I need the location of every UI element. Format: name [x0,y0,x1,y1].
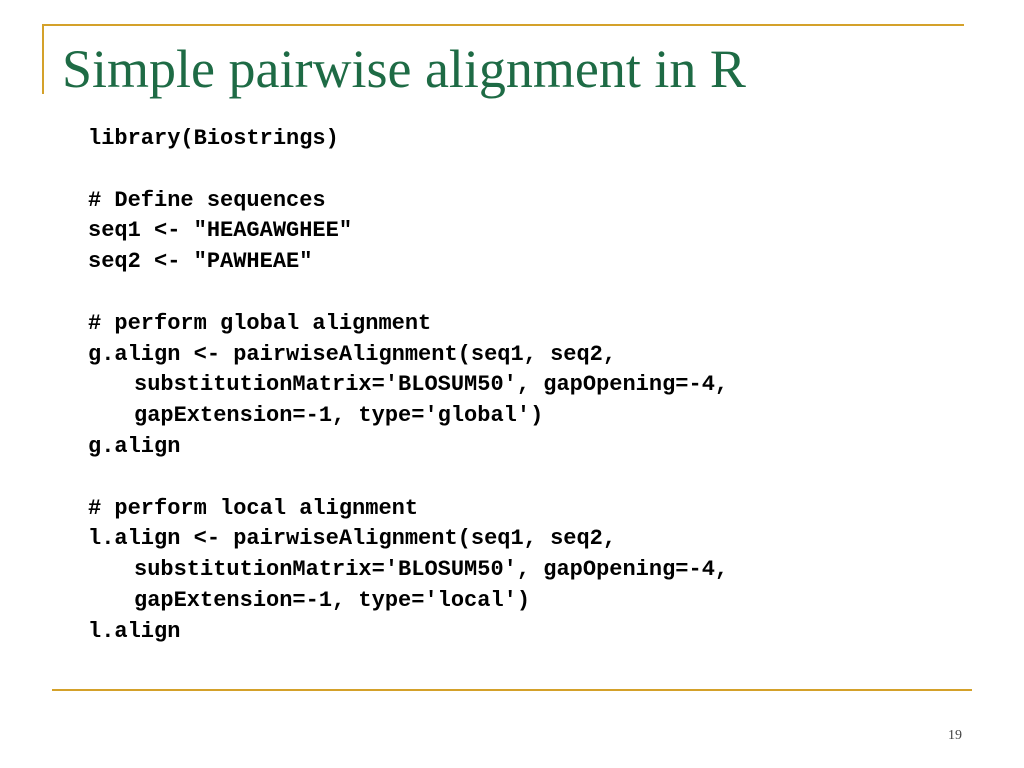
code-line-continuation: substitutionMatrix='BLOSUM50', gapOpenin… [134,372,729,398]
bottom-rule [52,689,972,691]
code-line-blank [88,463,728,494]
code-line: l.align <- pairwiseAlignment(seq1, seq2, [88,526,617,552]
code-comment: # perform global alignment [88,310,432,336]
code-line-blank [88,155,728,186]
slide-title: Simple pairwise alignment in R [62,39,746,99]
code-line-continuation: substitutionMatrix='BLOSUM50', gapOpenin… [134,557,729,583]
code-comment: # Define sequences [88,187,326,213]
top-rule [42,24,964,26]
left-rule [42,24,44,94]
code-line: l.align [88,618,181,644]
code-block: library(Biostrings) # Define sequences s… [88,124,728,648]
page-number: 19 [948,728,962,743]
code-line: seq1 <- "HEAGAWGHEE" [88,218,353,244]
code-line: g.align [88,433,181,459]
code-comment: # perform local alignment [88,495,419,521]
code-line-blank [88,278,728,309]
code-line: g.align <- pairwiseAlignment(seq1, seq2, [88,341,617,367]
code-line-continuation: gapExtension=-1, type='global') [134,403,544,429]
code-line-continuation: gapExtension=-1, type='local') [134,587,531,613]
code-line: seq2 <- "PAWHEAE" [88,249,313,275]
code-line: library(Biostrings) [88,126,339,151]
